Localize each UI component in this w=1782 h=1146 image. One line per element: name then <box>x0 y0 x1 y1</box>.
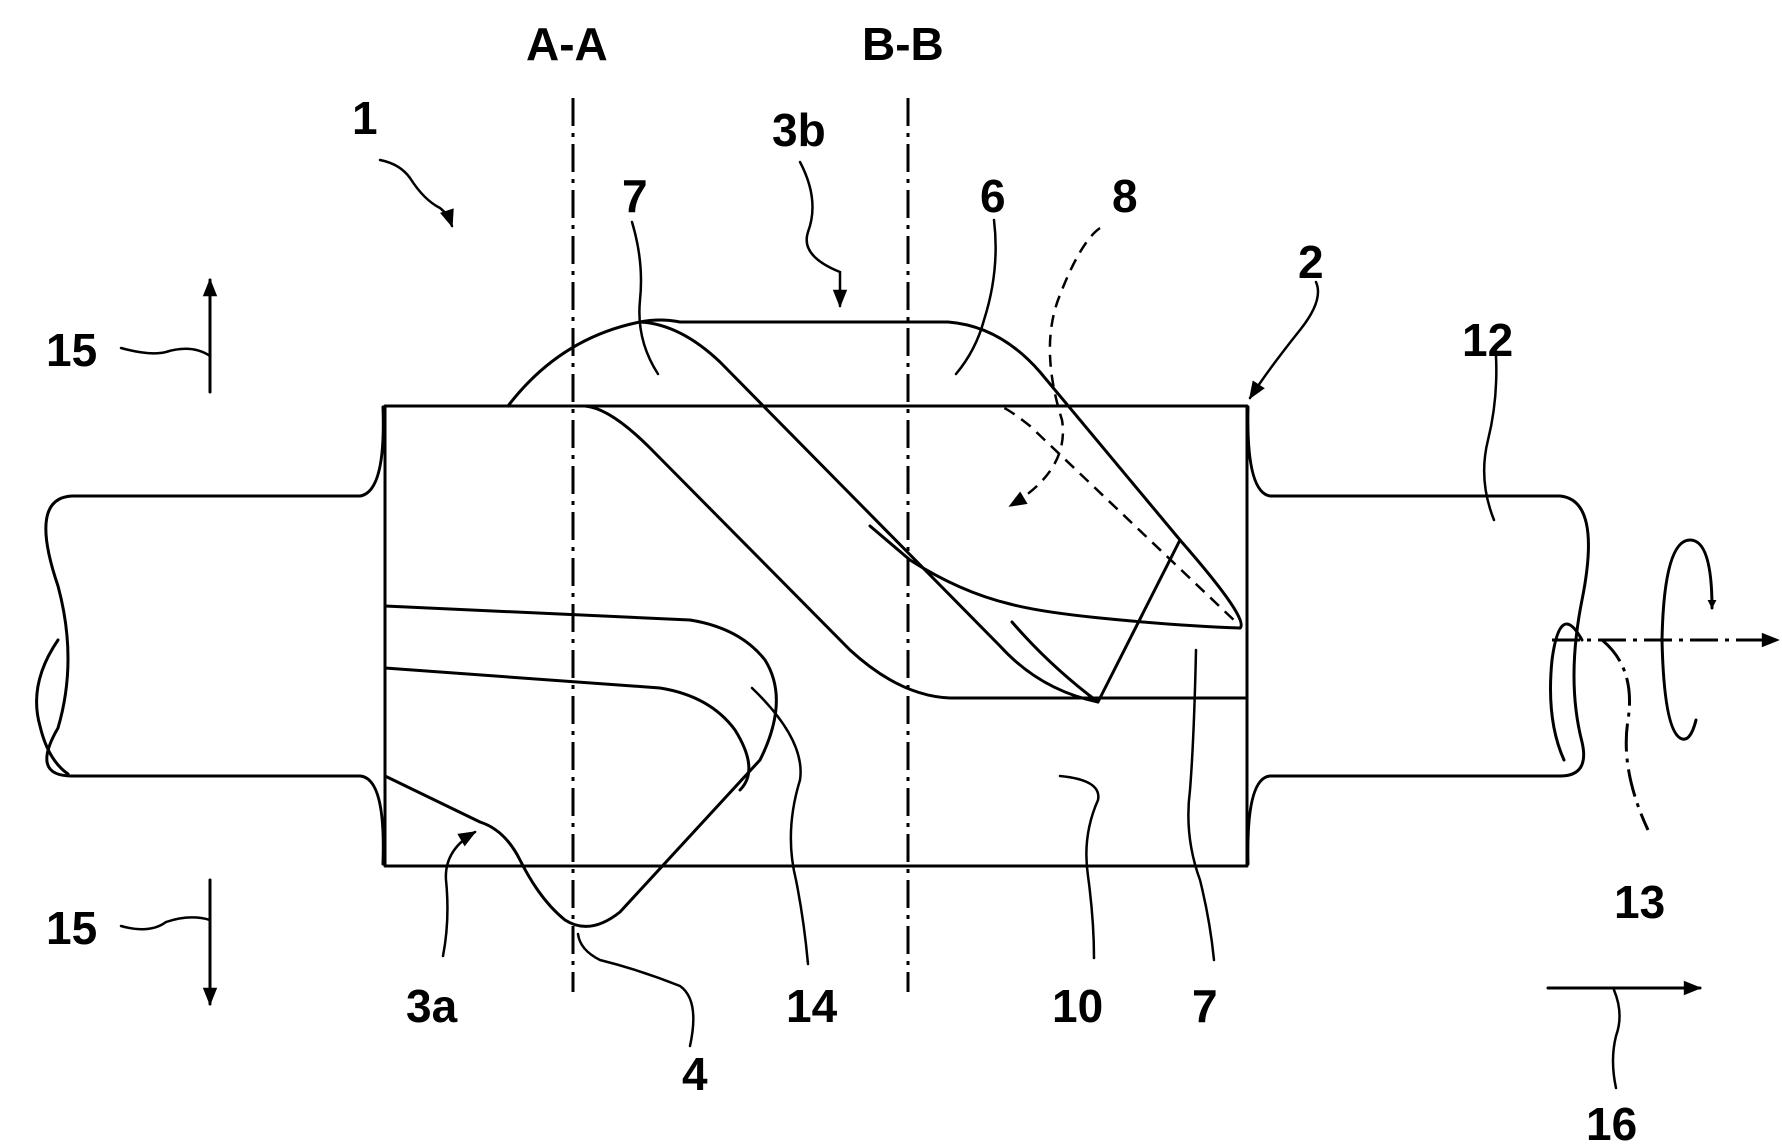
label-ref-12: 12 <box>1462 314 1513 366</box>
right-shaft <box>1248 407 1589 864</box>
label-ref-15-top: 15 <box>46 324 97 376</box>
label-section-b-b: B-B <box>862 18 944 70</box>
label-ref-15-bottom: 15 <box>46 902 97 954</box>
label-ref-14: 14 <box>786 980 838 1032</box>
lower-groove-14 <box>385 606 776 926</box>
label-ref-13: 13 <box>1614 876 1665 928</box>
label-ref-4: 4 <box>682 1048 708 1100</box>
label-ref-2: 2 <box>1298 236 1324 288</box>
leader-lines <box>121 160 1620 1088</box>
label-ref-7-top: 7 <box>622 170 648 222</box>
label-ref-3a: 3a <box>406 980 458 1032</box>
helical-groove <box>585 322 1245 702</box>
label-ref-10: 10 <box>1052 980 1103 1032</box>
label-section-a-a: A-A <box>526 18 608 70</box>
label-ref-3b: 3b <box>772 104 826 156</box>
label-ref-16: 16 <box>1586 1098 1637 1146</box>
hidden-edge-dashed <box>585 406 1238 624</box>
axis-13-dashdot-leader <box>1602 640 1648 830</box>
cam-3b-outline <box>508 320 1241 628</box>
left-shaft <box>37 407 384 864</box>
label-ref-6: 6 <box>980 170 1006 222</box>
label-ref-7-bottom: 7 <box>1192 980 1218 1032</box>
label-ref-1: 1 <box>352 92 378 144</box>
label-ref-8: 8 <box>1112 170 1138 222</box>
body-2 <box>385 406 1247 866</box>
